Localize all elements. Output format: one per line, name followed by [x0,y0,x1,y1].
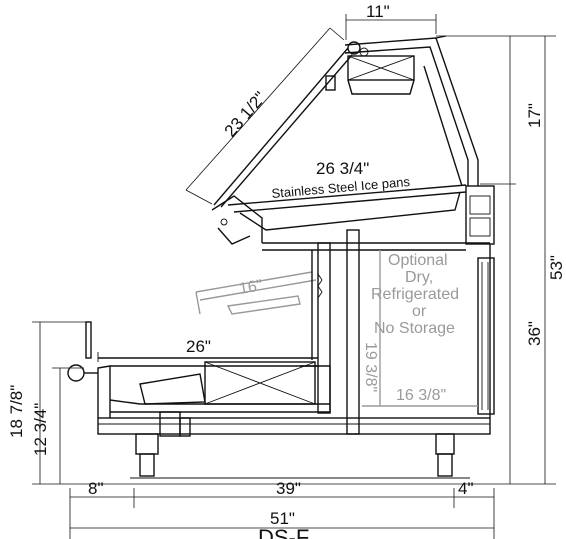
dim-shelf-depth: 16" [238,277,264,298]
storage-note-line1: Optional [388,252,448,269]
dim-overall-height: 53" [547,255,566,280]
dim-storage-height: 19 3/8" [362,342,379,392]
dim-glass-length: 23 1/2" [221,88,270,141]
dim-top-width: 11" [366,2,390,21]
model-label: DS-F [258,525,309,539]
storage-note-line2: Dry, [405,269,433,286]
dim-front-lower: 12 3/4" [31,403,50,456]
storage-note-line3: Refrigerated [371,286,459,303]
dim-front-height: 18 7/8" [7,385,26,438]
dimension-lines [32,14,556,539]
dim-pan-depth: 26 3/4" [316,159,369,178]
storage-note-line4: or [412,303,427,320]
storage-note: Optional Dry, Refrigerated or No Storage [371,252,459,337]
dim-front-overhang: 8" [88,479,104,498]
dim-rear-overhang: 4" [458,479,474,498]
dim-counter-height: 36" [525,321,544,346]
dim-overall-depth: 51" [270,509,295,528]
dim-upper-height: 17" [525,103,544,128]
dim-base-depth: 39" [276,479,301,498]
dim-lower-deck: 26" [186,337,211,356]
dim-storage-depth: 16 3/8" [396,387,446,404]
storage-note-line5: No Storage [374,320,455,337]
case-outline [67,35,495,479]
